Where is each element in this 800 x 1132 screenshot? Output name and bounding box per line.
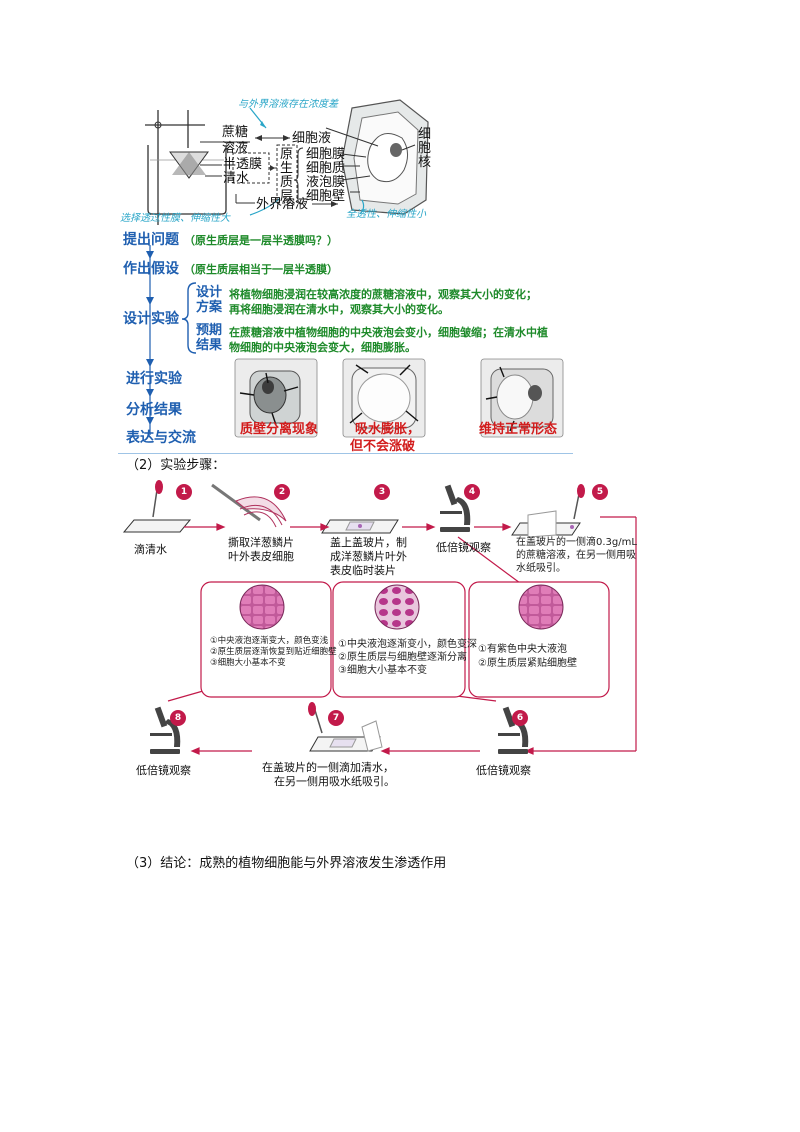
step-badge-6: 6	[512, 710, 528, 726]
flow-step-design: 设计实验	[123, 311, 179, 327]
label-sucrose-1: 蔗糖	[222, 125, 249, 140]
osmosis-diagram-lines	[145, 99, 429, 225]
step5-caption-1: 在盖玻片的一侧滴0.3g/mL	[516, 537, 637, 548]
flow-step-express: 表达与交流	[126, 430, 196, 446]
label-cytoplasm: 细胞质	[306, 161, 346, 176]
caption-swell-2: 但不会涨破	[350, 439, 416, 454]
step5-caption-2: 的蔗糖溶液，在另一侧用吸	[516, 550, 636, 561]
flow-step-question: 提出问题	[123, 232, 179, 248]
obs-left-1: ①中央液泡逐渐变大，颜色变浅	[210, 636, 329, 646]
flow-question-text: （原生质层是一层半透膜吗？）	[184, 234, 338, 247]
step2-caption-2: 叶外表皮细胞	[228, 550, 294, 563]
note-concentration-diff: 与外界溶液存在浓度差	[238, 99, 338, 110]
caption-normal: 维持正常形态	[479, 422, 558, 437]
step5-caption-3: 水纸吸引。	[516, 563, 566, 574]
step4-caption: 低倍镜观察	[436, 541, 491, 554]
label-vacuole-membrane: 液泡膜	[306, 175, 346, 190]
steps-lines	[122, 480, 637, 755]
label-nucleus-1: 细	[418, 127, 432, 142]
step6-caption: 低倍镜观察	[476, 764, 531, 777]
flow-step-hypothesis: 作出假设	[123, 261, 179, 277]
label-cell-wall: 细胞壁	[306, 189, 346, 204]
label-cell-membrane: 细胞膜	[306, 147, 346, 162]
flow-plan-label-2: 方案	[196, 300, 223, 315]
label-protoplast-3: 质	[280, 175, 294, 190]
label-cell-sap: 细胞液	[292, 131, 332, 146]
section-divider	[118, 453, 573, 454]
label-nucleus-3: 核	[418, 155, 432, 170]
step-badge-4: 4	[464, 484, 480, 500]
flow-expect-line-2: 物细胞的中央液泡会变大，细胞膨胀。	[229, 341, 416, 354]
obs-middle-1: ①中央液泡逐渐变小，颜色变深	[338, 639, 477, 650]
note-fully-permeable: 全透性、伸缩性小	[346, 209, 426, 220]
step3-caption-3: 表皮临时装片	[330, 564, 396, 577]
flow-step-analyze: 分析结果	[126, 402, 182, 418]
obs-right-1: ①有紫色中央大液泡	[478, 644, 567, 655]
step3-caption-2: 成洋葱鳞片叶外	[330, 550, 407, 563]
step-badge-7: 7	[328, 710, 344, 726]
flow-expect-label-1: 预期	[196, 323, 223, 338]
flow-plan-label-1: 设计	[196, 285, 223, 300]
section2-title: （2）实验步骤：	[126, 458, 226, 473]
obs-middle-3: ③细胞大小基本不变	[338, 665, 427, 676]
obs-right-2: ②原生质层紧贴细胞壁	[478, 658, 577, 669]
step3-caption-1: 盖上盖玻片，制	[330, 536, 407, 549]
label-protoplast-2: 生	[280, 161, 294, 176]
step7-caption-1: 在盖玻片的一侧滴加清水，	[262, 761, 394, 774]
step2-caption-1: 撕取洋葱鳞片	[228, 536, 294, 549]
caption-swell-1: 吸水膨胀，	[355, 422, 421, 437]
step7-caption-2: 在另一侧用吸水纸吸引。	[274, 775, 395, 788]
flow-expect-label-2: 结果	[196, 338, 223, 353]
step-badge-8: 8	[170, 710, 186, 726]
obs-left-2: ②原生质层逐渐恢复到贴近细胞壁	[210, 647, 337, 657]
step-badge-5: 5	[592, 484, 608, 500]
label-outer-solution: 外界溶液	[256, 197, 309, 212]
step1-caption: 滴清水	[134, 543, 167, 556]
label-clear-water: 清水	[223, 171, 250, 186]
flow-hypothesis-text: （原生质层相当于一层半透膜）	[184, 263, 338, 276]
flow-plan-line-2: 再将细胞浸润在清水中，观察其大小的变化。	[229, 303, 449, 316]
step-badge-2: 2	[274, 484, 290, 500]
step8-caption: 低倍镜观察	[136, 764, 191, 777]
note-selective-membrane: 选择透过性膜、伸缩性大	[120, 213, 230, 224]
label-semi-membrane: 半透膜	[223, 157, 263, 172]
conclusion-text: （3）结论：成熟的植物细胞能与外界溶液发生渗透作用	[126, 856, 447, 871]
obs-middle-2: ②原生质层与细胞壁逐渐分离	[338, 652, 467, 663]
step-badge-3: 3	[374, 484, 390, 500]
label-sucrose-2: 溶液	[222, 141, 249, 156]
obs-left-3: ③细胞大小基本不变	[210, 658, 286, 668]
flow-expect-line-1: 在蔗糖溶液中植物细胞的中央液泡会变小，细胞皱缩；在清水中植	[229, 326, 548, 339]
label-protoplast-4: 层	[280, 189, 294, 204]
label-nucleus-2: 胞	[418, 141, 432, 156]
flow-plan-line-1: 将植物细胞浸润在较高浓度的蔗糖溶液中，观察其大小的变化；	[229, 288, 537, 301]
label-protoplast-1: 原	[280, 147, 294, 162]
caption-plasmolysis: 质壁分离现象	[240, 422, 319, 437]
flow-step-do: 进行实验	[126, 371, 182, 387]
step-badge-1: 1	[176, 484, 192, 500]
flow-lines	[146, 245, 564, 438]
